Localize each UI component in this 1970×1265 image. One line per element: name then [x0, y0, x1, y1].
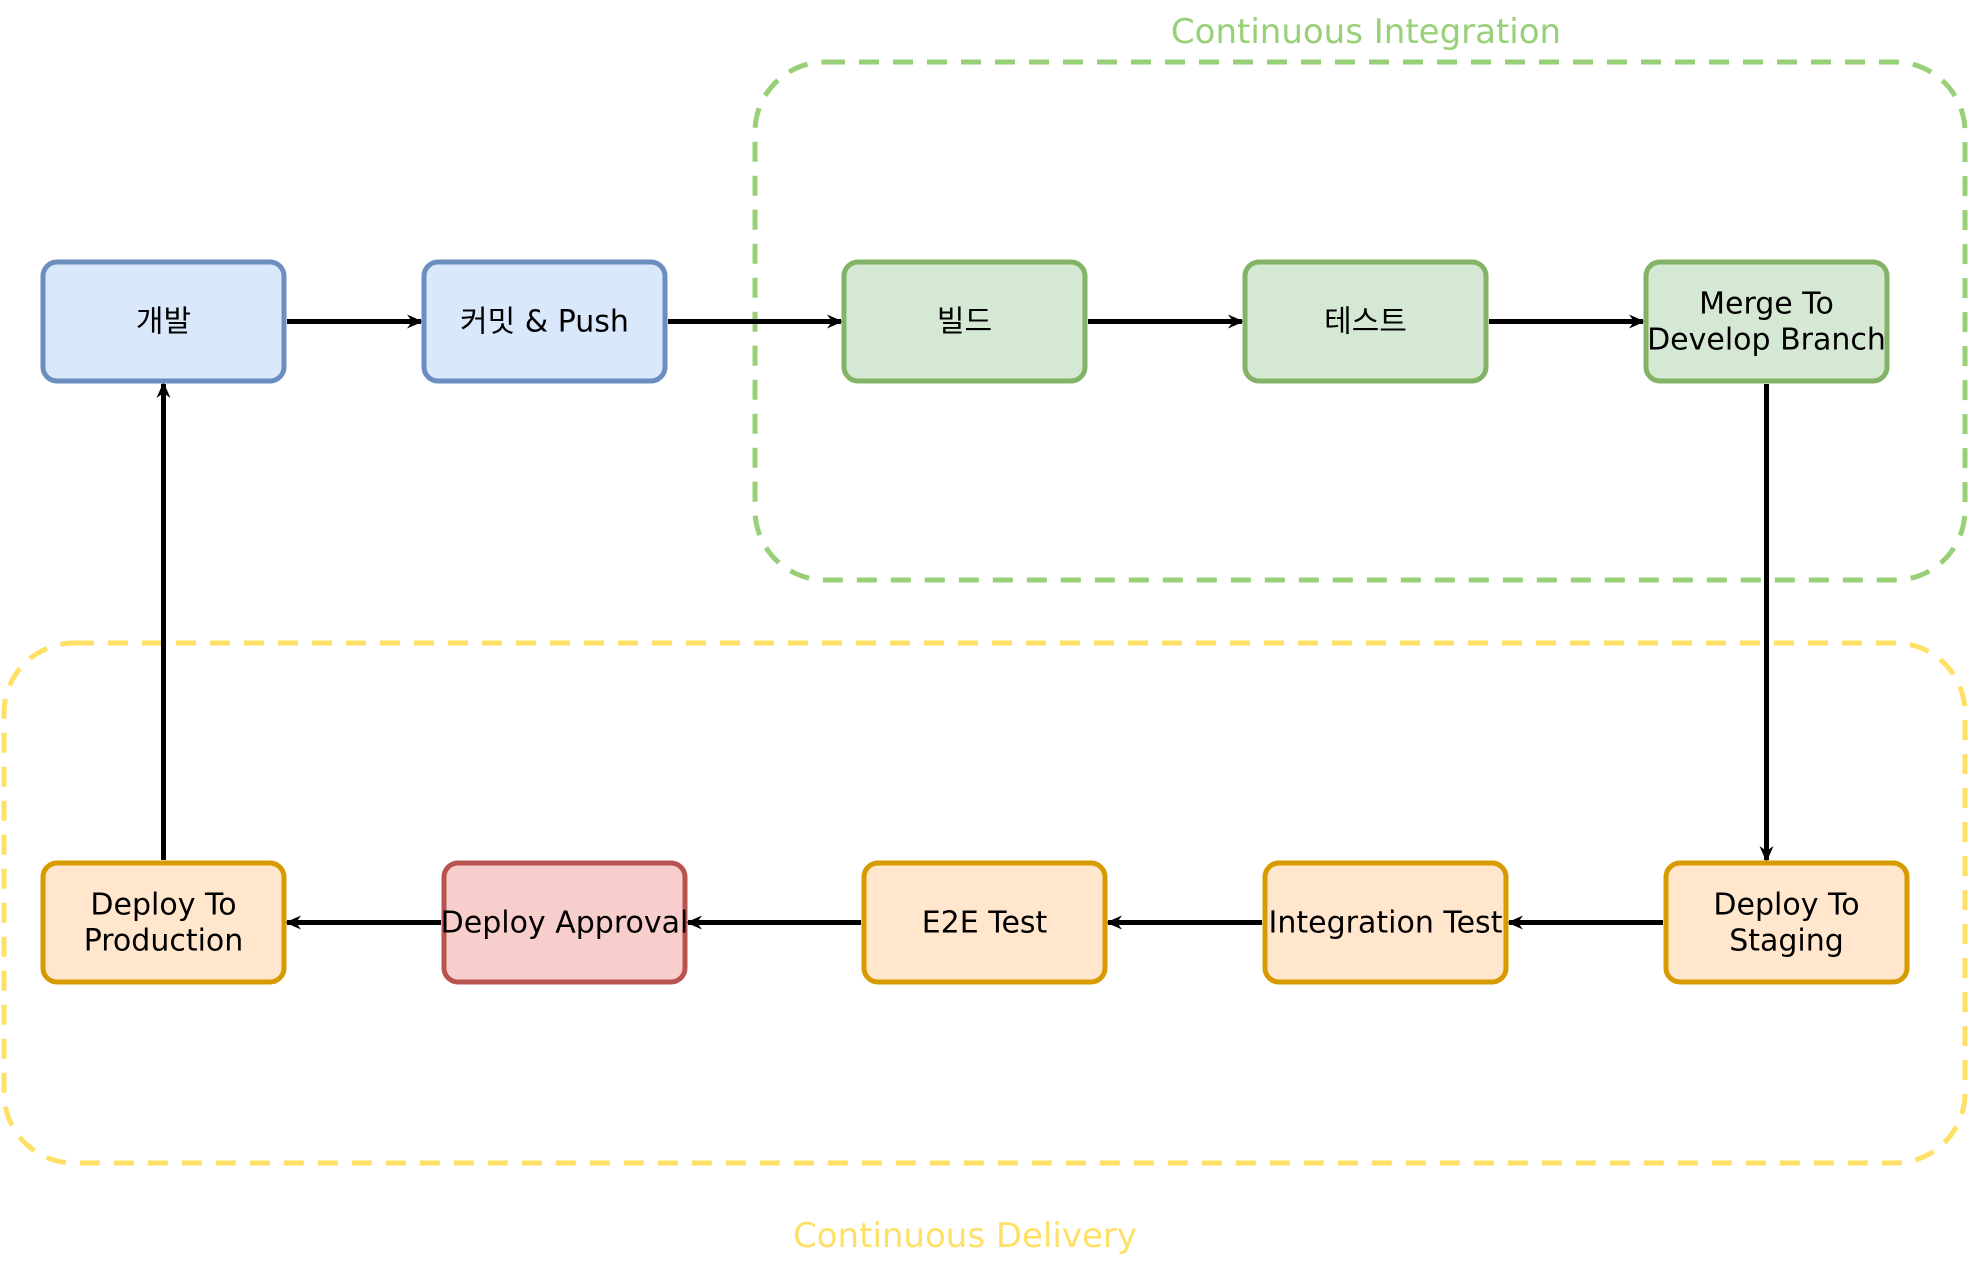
node-e2e-test-label: E2E Test — [922, 906, 1048, 941]
node-develop[interactable]: 개발 — [40, 259, 287, 384]
node-build[interactable]: 빌드 — [841, 259, 1088, 384]
node-develop-label: 개발 — [136, 305, 191, 340]
node-e2e-test[interactable]: E2E Test — [861, 860, 1108, 985]
cd-group-label: Continuous Delivery — [793, 1216, 1137, 1256]
node-integration-test-label: Integration Test — [1269, 906, 1503, 941]
ci-group-label: Continuous Integration — [1171, 12, 1561, 52]
node-test-label: 테스트 — [1324, 305, 1407, 340]
node-test[interactable]: 테스트 — [1242, 259, 1489, 384]
node-build-label: 빌드 — [937, 305, 992, 340]
node-deploy-approval-label: Deploy Approval — [441, 906, 689, 941]
node-commit-push-label: 커밋 & Push — [460, 305, 629, 340]
cd-group-border — [1, 640, 1968, 1166]
node-integration-test[interactable]: Integration Test — [1262, 860, 1509, 985]
node-commit-push[interactable]: 커밋 & Push — [421, 259, 668, 384]
edges-layer — [156, 314, 1774, 930]
node-deploy-approval[interactable]: Deploy Approval — [441, 860, 689, 985]
